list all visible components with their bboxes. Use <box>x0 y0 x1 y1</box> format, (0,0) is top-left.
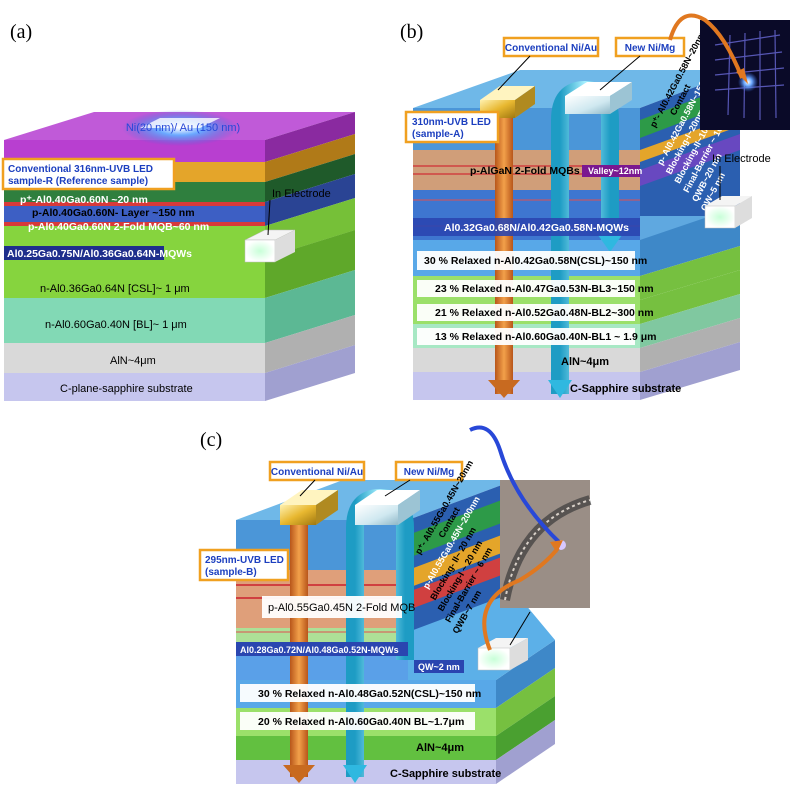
panel-a-callout <box>1 157 176 191</box>
panel-b-mqb-label: p-AlGaN 2-Fold MQBs <box>470 165 580 177</box>
panel-c-new-box <box>394 460 464 482</box>
panel-b-layer-bl2: 21 % Relaxed n-Al0.52Ga0.48N-BL2~300 nm <box>435 307 654 319</box>
panel-b-callout-line2: (sample-A) <box>412 129 464 140</box>
panel-a-callout-line2: sample-R (Reference sample) <box>8 176 148 187</box>
panel-a-callout-line1: Conventional 316nm-UVB LED <box>8 164 153 175</box>
panel-b: (b) <box>400 13 790 400</box>
panel-c-conventional-box <box>268 460 366 482</box>
panel-b-layer-csl: 30 % Relaxed n-Al0.42Ga0.58N(CSL)~150 nm <box>424 255 647 267</box>
panel-a-layer-mqb: p-Al0.40Ga0.60N 2-Fold MQB~60 nm <box>28 221 209 233</box>
panel-a-layer-mqw: Al0.25Ga0.75N/Al0.36Ga0.64N-MQWs <box>7 248 192 260</box>
panel-b-new-box <box>614 36 686 58</box>
panel-b-new-label: New Ni/Mg <box>625 43 676 54</box>
panel-b-contact-new <box>565 82 632 114</box>
panel-a-layer-aln: AlN~4μm <box>110 355 156 367</box>
panel-b-callout-line1: 310nm-UVB LED <box>412 117 491 128</box>
panel-b-mqw-band <box>413 218 640 236</box>
panel-c-qw-label: QW~2 nm <box>418 662 460 672</box>
panel-b-label: (b) <box>400 21 423 43</box>
panel-c-conventional-label: Conventional Ni/Au <box>271 467 363 478</box>
panel-c-contact-conventional <box>280 490 338 525</box>
panel-c-photo-pointer-blue <box>469 425 562 545</box>
panel-a-label: (a) <box>10 21 32 43</box>
panel-a-layer-substrate: C-plane-sapphire substrate <box>60 383 193 395</box>
panel-c-mqb-box <box>262 596 402 618</box>
panel-a-mqw-band <box>4 246 164 260</box>
panel-c-callout-line1: 295nm-UVB LED <box>205 555 284 566</box>
panel-c-layer-bl: 20 % Relaxed n-Al0.60Ga0.40N BL~1.7μm <box>258 716 464 728</box>
panel-b-layer-aln: AlN~4μm <box>561 356 609 368</box>
panel-c-layer-csl: 30 % Relaxed n-Al0.48Ga0.52N(CSL)~150 nm <box>258 688 481 700</box>
panel-c-layer-substrate: C-Sapphire substrate <box>390 768 501 780</box>
panel-c-callout <box>198 548 290 582</box>
panel-b-layer-substrate: C-Sapphire substrate <box>570 383 681 395</box>
panel-a-layer-p-plus: p⁺-Al0.40Ga0.60N ~20 nm <box>20 194 148 206</box>
panel-b-in-electrode: In Electrode <box>704 153 771 229</box>
panel-c-emission-photo <box>500 480 590 608</box>
panel-a: (a) <box>1 21 355 401</box>
panel-a-contact-pad <box>140 118 220 128</box>
panel-b-layer-bl3: 23 % Relaxed n-Al0.47Ga0.53N-BL3~150 nm <box>435 283 654 295</box>
panel-c-callout-line2: (sample-B) <box>205 567 257 578</box>
panel-b-callout <box>404 110 500 144</box>
panel-b-photo-pointer <box>668 13 744 79</box>
panel-c-new-label: New Ni/Mg <box>404 467 455 478</box>
panel-a-electrode-label: In Electrode <box>272 188 331 200</box>
panel-b-valley-box <box>582 165 640 177</box>
panel-a-in-electrode: In Electrode <box>244 188 331 263</box>
panel-b-conventional-box <box>502 36 600 58</box>
panel-c-qw-box <box>414 660 464 673</box>
panel-b-layer-bl1: 13 % Relaxed n-Al0.60Ga0.40N-BL1 ~ 1.9 μ… <box>435 331 656 343</box>
panel-c-mqw-label: Al0.28Ga0.72N/Al0.48Ga0.52N-MQWs <box>240 645 399 655</box>
panel-c-label: (c) <box>200 429 222 451</box>
panel-a-layer-csl: n-Al0.36Ga0.64N [CSL]~ 1 μm <box>40 283 190 295</box>
panel-b-valley-label: Valley~12nm <box>588 166 642 176</box>
panel-c-mqb-label: p-Al0.55Ga0.45N 2-Fold MQB <box>268 602 415 614</box>
panel-c: (c) <box>198 425 592 784</box>
panel-c-layer-aln: AlN~4μm <box>416 742 464 754</box>
panel-b-conventional-label: Conventional Ni/Au <box>505 43 597 54</box>
panel-a-layer-p: p-Al0.40Ga0.60N- Layer ~150 nm <box>32 207 195 219</box>
panel-c-mqw-band <box>236 642 408 656</box>
panel-a-contact-metal: Ni(20 nm)/ Au (150 nm) <box>126 122 240 134</box>
panel-a-layer-bl: n-Al0.60Ga0.40N [BL]~ 1 μm <box>45 319 187 331</box>
panel-c-contact-new <box>355 490 420 525</box>
panel-b-electrode-label: In Electrode <box>712 153 771 165</box>
panel-c-photo-pointer-orange <box>482 546 560 651</box>
panel-b-mqw-label: Al0.32Ga0.68N/Al0.42Ga0.58N-MQWs <box>444 222 629 234</box>
